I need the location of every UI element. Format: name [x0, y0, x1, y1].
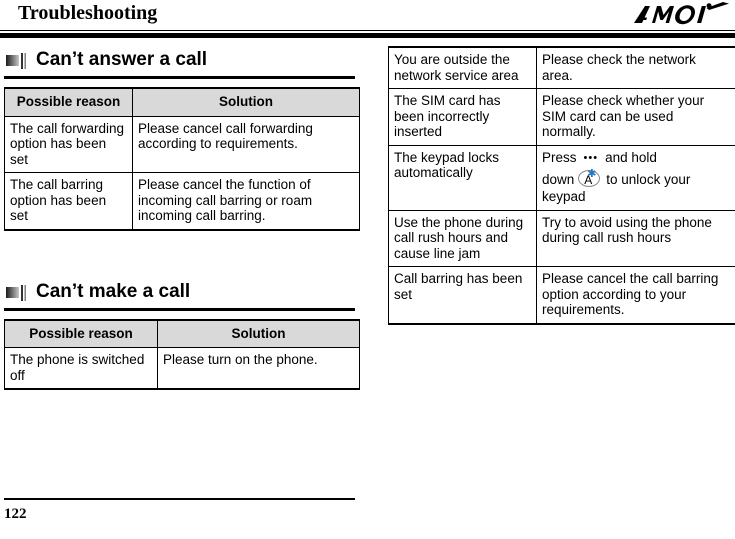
- cell-solution: Please turn on the phone.: [157, 347, 360, 390]
- cell-solution: Try to avoid using the phone during call…: [536, 209, 735, 267]
- section-heading-text: Can’t answer a call: [36, 49, 208, 70]
- column-header-possible-reason: Possible reason: [4, 87, 133, 117]
- footer-rule: [4, 498, 355, 500]
- heading-rule: [4, 76, 355, 79]
- cell-solution: Please cancel call forwarding according …: [132, 115, 360, 173]
- header-rule-thick: [0, 33, 735, 38]
- table-row: The call forwarding option has been set …: [4, 115, 360, 173]
- section-heading-cant-make: Can’t make a call: [0, 278, 370, 311]
- three-dots-icon: •••: [583, 151, 599, 164]
- column-header-possible-reason: Possible reason: [4, 318, 158, 348]
- key-outline: [578, 170, 601, 187]
- solution-text-down: down: [542, 172, 575, 187]
- table-cant-make-continued: You are outside the network service area…: [388, 46, 735, 325]
- cell-reason: Use the phone during call rush hours and…: [388, 209, 537, 267]
- section-heading-cant-answer: Can’t answer a call: [0, 46, 370, 79]
- page-number: 122: [4, 506, 27, 522]
- solution-text-and-hold: and hold: [605, 149, 657, 165]
- page-header: Troubleshooting: [0, 0, 735, 38]
- key-letter: A: [584, 173, 593, 187]
- table-row: The call barring option has been set Ple…: [4, 172, 360, 231]
- cell-solution: Please cancel the function of incoming c…: [132, 172, 360, 231]
- table-cant-make: Possible reason Solution The phone is sw…: [4, 318, 360, 391]
- star-key-icon: ✱A: [578, 168, 602, 189]
- star-glyph: ✱: [587, 168, 597, 180]
- column-header-solution: Solution: [132, 87, 360, 117]
- column-header-solution: Solution: [157, 318, 360, 348]
- gradient-square-bars-icon: [6, 284, 36, 301]
- cell-solution: Please cancel the call barring option ac…: [536, 266, 735, 325]
- left-column: Can’t answer a call Possible reason Solu…: [0, 46, 370, 390]
- section-cant-make: Can’t make a call Possible reason Soluti…: [0, 278, 370, 391]
- table-row: The SIM card has been incorrectly insert…: [388, 88, 735, 146]
- table-header-row: Possible reason Solution: [4, 318, 360, 348]
- page-title: Troubleshooting: [18, 2, 158, 24]
- section-heading-text: Can’t make a call: [36, 280, 191, 302]
- table-cant-answer: Possible reason Solution The call forwar…: [4, 87, 360, 231]
- table-row: The keypad locks automatically Press ••• a…: [388, 144, 735, 211]
- cell-solution: Please check the network area.: [536, 46, 735, 89]
- cell-reason: Call barring has been set: [388, 266, 537, 325]
- right-column: You are outside the network service area…: [388, 46, 735, 325]
- cell-reason: The phone is switched off: [4, 347, 158, 390]
- cell-reason: The call barring option has been set: [4, 172, 133, 231]
- gradient-square-bars-icon: [6, 53, 36, 69]
- heading-rule: [4, 307, 355, 311]
- solution-text-unlock: to unlock your keypad: [542, 172, 691, 204]
- table-row: The phone is switched off Please turn on…: [4, 347, 360, 390]
- amoi-logo: [626, 2, 730, 28]
- table-header-row: Possible reason Solution: [4, 87, 360, 117]
- header-rule-thin: [0, 30, 735, 31]
- solution-text-press: Press: [542, 149, 577, 165]
- cell-reason: You are outside the network service area: [388, 46, 537, 89]
- section-cant-answer: Can’t answer a call Possible reason Solu…: [0, 46, 370, 231]
- table-row: Use the phone during call rush hours and…: [388, 209, 735, 267]
- table-row: You are outside the network service area…: [388, 46, 735, 89]
- cell-reason: The keypad locks automatically: [388, 144, 537, 211]
- table-row: Call barring has been set Please cancel …: [388, 266, 735, 325]
- cell-reason: The call forwarding option has been set: [4, 115, 133, 173]
- cell-solution: Please check whether your SIM card can b…: [536, 88, 735, 146]
- cell-reason: The SIM card has been incorrectly insert…: [388, 88, 537, 146]
